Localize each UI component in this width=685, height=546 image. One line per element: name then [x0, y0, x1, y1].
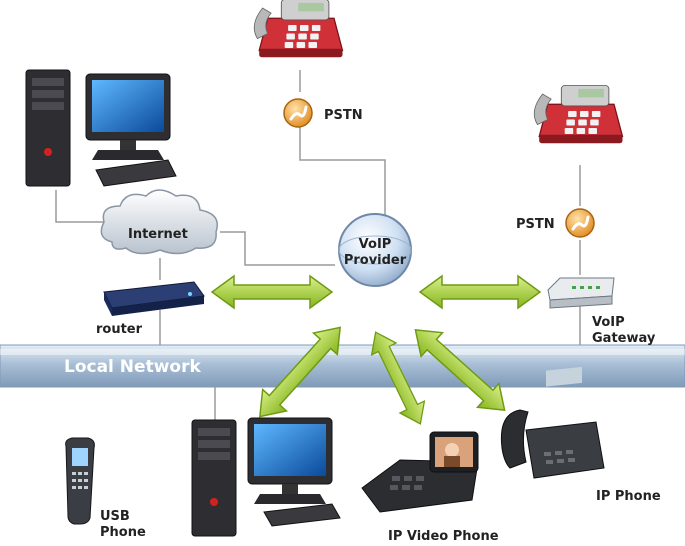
ip-video-phone-label: IP Video Phone: [388, 529, 499, 544]
local-network-band: Local Network: [0, 344, 685, 388]
voip-provider-globe: VoIP Provider: [338, 213, 412, 287]
voip-gateway-label-line2: Gateway: [592, 331, 656, 346]
connection-wires: [55, 70, 581, 420]
pstn-desk-phone-right: [533, 84, 624, 144]
ip-phone-label: IP Phone: [596, 489, 661, 504]
usb-phone-label-line1: USB: [100, 509, 130, 524]
arrow-provider-to-gateway: [419, 275, 541, 309]
router-icon: [103, 281, 205, 316]
usb-phone-icon: [65, 437, 95, 525]
lightning-switch-icon: [564, 207, 596, 239]
internet-label: Internet: [128, 227, 188, 242]
ip-video-phone-icon: [361, 431, 479, 513]
router-label: router: [96, 322, 143, 337]
pstn-top-label: PSTN: [324, 108, 363, 123]
local-network-label: Local Network: [64, 357, 201, 377]
voip-provider-label-line1: VoIP: [359, 237, 392, 252]
voip-gateway-icon: [547, 277, 615, 309]
desktop-computer-bottom: [191, 417, 341, 537]
voip-provider-label-line2: Provider: [344, 253, 407, 268]
ip-phone-icon: [500, 366, 605, 479]
arrow-router-to-provider: [211, 275, 333, 309]
pstn-desk-phone-top: [253, 0, 344, 58]
internet-cloud-icon: Internet: [100, 189, 218, 255]
desktop-computer-top: [25, 69, 177, 187]
voip-gateway-label-line1: VoIP: [592, 315, 625, 330]
lightning-switch-icon: [282, 97, 314, 129]
pstn-right-label: PSTN: [516, 217, 555, 232]
usb-phone-label-line2: Phone: [100, 525, 146, 540]
